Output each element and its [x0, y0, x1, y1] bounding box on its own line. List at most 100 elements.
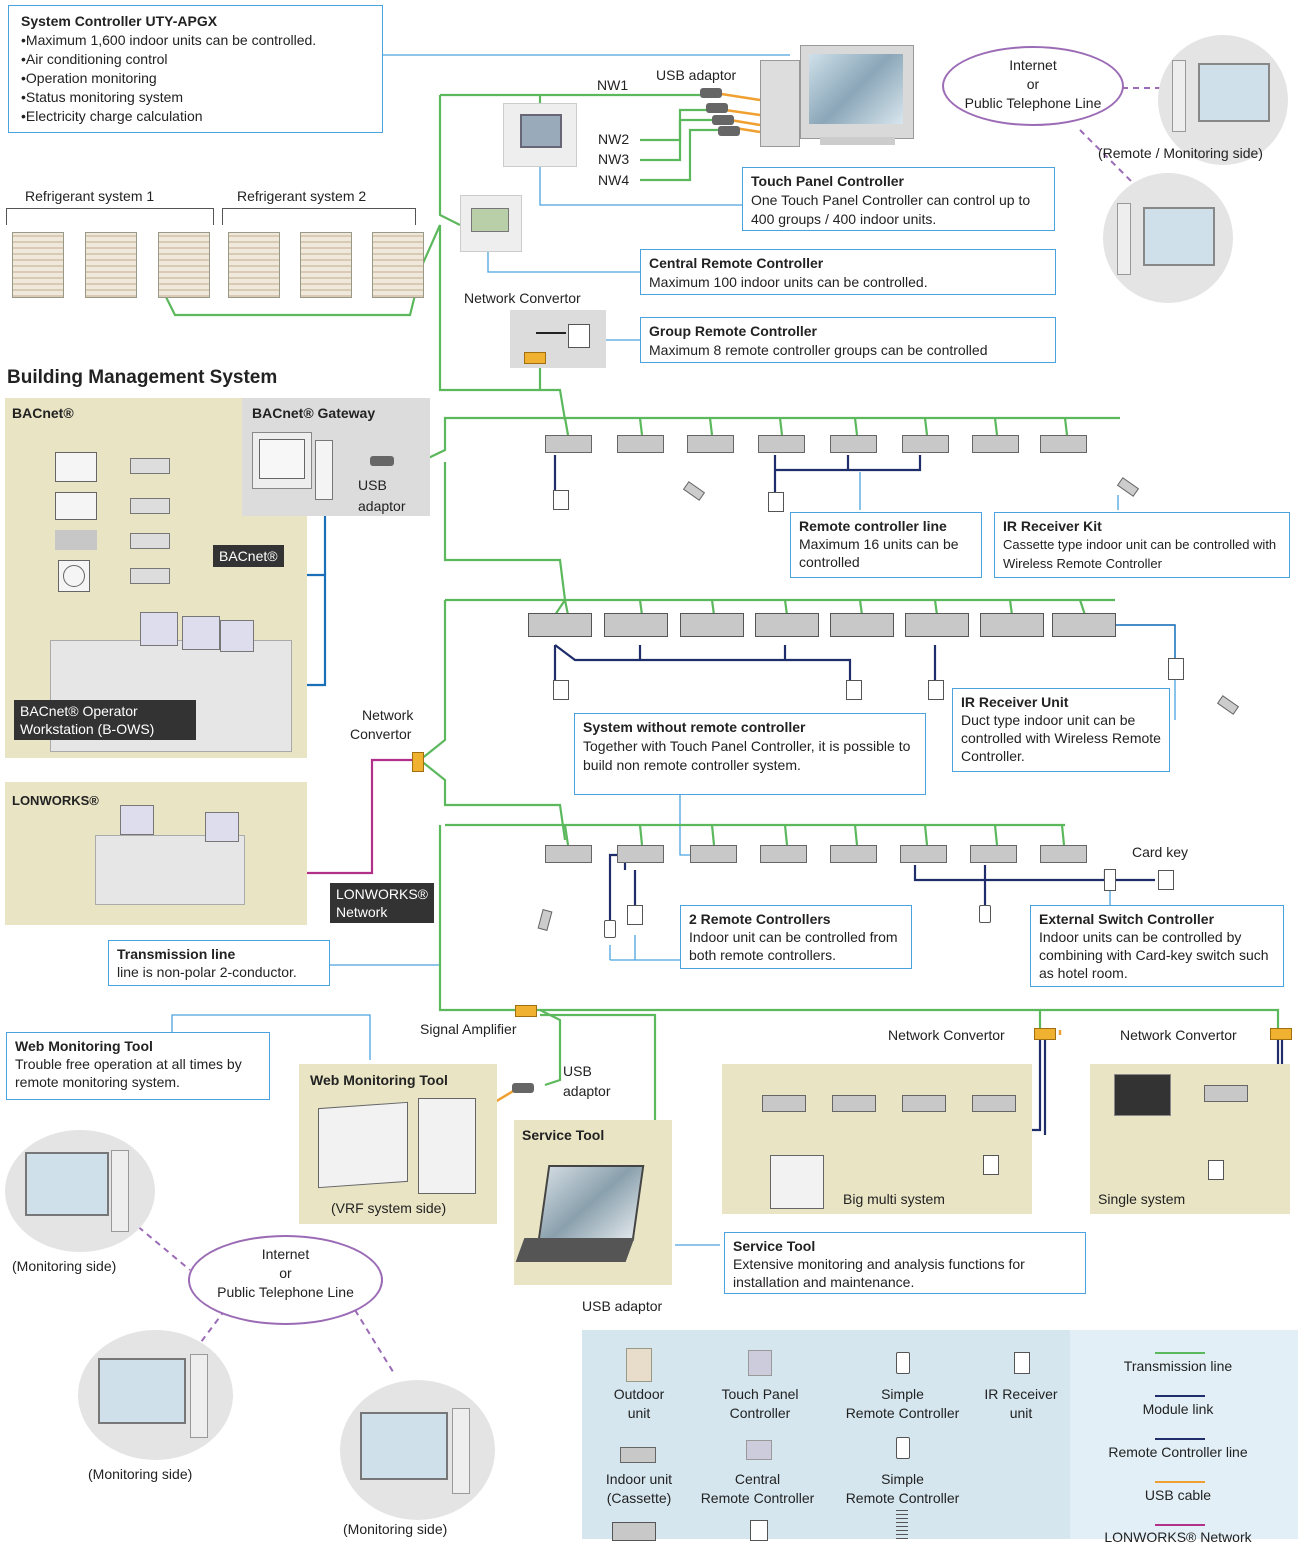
indoor-unit-cassette	[1040, 435, 1087, 453]
system-controller-line: •Electricity charge calculation	[21, 108, 203, 124]
gateway-usb-label: USB	[358, 477, 387, 493]
central-remote-device	[460, 195, 522, 252]
indoor-unit-duct	[1052, 613, 1116, 637]
legend-lines	[1070, 1330, 1298, 1539]
service-tool-panel-title: Service Tool	[522, 1127, 605, 1143]
callout-title: Remote controller line	[799, 518, 947, 534]
bacnet-controller-module	[130, 458, 170, 474]
callout-text: Indoor unit can be controlled from both …	[689, 929, 898, 963]
system-controller-line: •Status monitoring system	[21, 89, 184, 105]
signal-amplifier-icon	[515, 1005, 537, 1017]
usb-adaptor-top-label: USB adaptor	[656, 67, 737, 83]
network-convertor-top-label: Network Convertor	[464, 290, 581, 306]
bacnet-controller-module	[130, 498, 170, 514]
gateway-adaptor-label: adaptor	[358, 498, 406, 514]
callout-text: Maximum 16 units can be controlled	[799, 536, 959, 570]
refrigerant-system-2-label: Refrigerant system 2	[237, 188, 367, 204]
lonworks-monitor	[120, 805, 154, 835]
internet-line: Public Telephone Line	[217, 1284, 354, 1300]
system-controller-line: •Maximum 1,600 indoor units can be contr…	[21, 32, 317, 48]
central-remote-callout: Central Remote Controller Maximum 100 in…	[640, 249, 1056, 295]
bows-label: BACnet® Operator Workstation (B-OWS)	[14, 700, 196, 740]
indoor-unit-duct	[755, 613, 819, 637]
indoor-unit-cassette	[972, 1095, 1016, 1112]
central-remote-icon	[746, 1440, 772, 1460]
system-controller-pc-tower	[760, 60, 800, 147]
indoor-unit-cassette	[902, 1095, 946, 1112]
callout-title: Touch Panel Controller	[751, 173, 904, 189]
legend-usb-cable	[1155, 1481, 1205, 1483]
nw1-label: NW1	[597, 77, 629, 93]
callout-title: Web Monitoring Tool	[15, 1038, 153, 1054]
internet-ellipse-top: Internet or Public Telephone Line	[942, 46, 1124, 126]
bacnet-panel-title: BACnet®	[12, 405, 74, 421]
ir-receiver-unit-icon	[1168, 658, 1184, 680]
lonworks-title: LONWORKS®	[12, 793, 99, 808]
network-convertor-mid-label: Convertor	[350, 726, 412, 742]
gateway-monitor	[252, 432, 312, 489]
touch-panel-device	[503, 103, 577, 167]
ir-receiver-kit-callout: IR Receiver Kit Cassette type indoor uni…	[994, 512, 1290, 578]
web-monitoring-panel-title: Web Monitoring Tool	[310, 1072, 448, 1088]
bows-line: Workstation (B-OWS)	[20, 721, 155, 737]
indoor-unit-duct	[830, 613, 894, 637]
service-laptop-screen	[537, 1165, 645, 1241]
legend-remote-controller-line	[1155, 1438, 1205, 1440]
outdoor-unit	[158, 232, 210, 298]
indoor-cassette-icon	[620, 1447, 656, 1463]
network-convertor-mid-label: Network	[362, 707, 414, 723]
external-switch-callout: External Switch Controller Indoor units …	[1030, 905, 1284, 987]
big-multi-outdoor-unit	[770, 1155, 824, 1209]
usb-adaptor-mid-label: USB	[563, 1063, 592, 1079]
monitoring-side-label: (Monitoring side)	[12, 1258, 117, 1274]
signal-amplifier-label: Signal Amplifier	[420, 1021, 517, 1037]
lonworks-network-label: LONWORKS® Network	[330, 883, 434, 923]
legend-lonworks-network	[1155, 1524, 1205, 1526]
usb-adaptor-icon	[700, 88, 722, 98]
wired-remote-controller	[928, 680, 944, 700]
callout-title: Group Remote Controller	[649, 323, 818, 339]
callout-title: IR Receiver Unit	[961, 694, 1069, 710]
network-convertor-a-label: Network Convertor	[888, 1027, 1005, 1043]
legend-line-label: Module link	[1142, 1401, 1214, 1417]
group-remote-callout: Group Remote Controller Maximum 8 remote…	[640, 317, 1056, 363]
callout-text: line is non-polar 2-conductor.	[117, 964, 297, 980]
refrigerant-bracket	[222, 208, 416, 225]
no-remote-system-callout: System without remote controller Togethe…	[574, 713, 926, 795]
nw4-label: NW4	[598, 172, 630, 188]
callout-text: Maximum 8 remote controller groups can b…	[649, 342, 988, 358]
simple-remote-controller	[604, 920, 616, 938]
legend-line-label: LONWORKS® Network	[1104, 1529, 1252, 1545]
legend-device-label: Indoor unit(Cassette)	[605, 1471, 673, 1506]
callout-text: Duct type indoor unit can be controlled …	[961, 712, 1161, 764]
wireless-remote-icon	[896, 1510, 908, 1539]
big-multi-label: Big multi system	[843, 1191, 945, 1207]
bacnet-gateway-title: BACnet® Gateway	[252, 405, 376, 421]
outdoor-unit-icon	[626, 1348, 652, 1382]
callout-text: Maximum 100 indoor units can be controll…	[649, 274, 928, 290]
system-controller-line: •Air conditioning control	[21, 51, 168, 67]
monitoring-station	[340, 1380, 495, 1520]
ir-receiver-unit-callout: IR Receiver Unit Duct type indoor unit c…	[952, 688, 1170, 772]
callout-text: Trouble free operation at all times by r…	[15, 1056, 242, 1090]
monitoring-station	[5, 1130, 155, 1252]
callout-text: Indoor units can be controlled by combin…	[1039, 929, 1269, 981]
indoor-unit-cassette	[972, 435, 1019, 453]
callout-text: Extensive monitoring and analysis functi…	[733, 1256, 1025, 1290]
access-control-device	[55, 492, 97, 520]
indoor-unit-cassette	[1040, 845, 1087, 863]
indoor-unit-cassette	[832, 1095, 876, 1112]
usb-adaptor-mid-label: adaptor	[563, 1083, 611, 1099]
refrigerant-bracket	[6, 208, 214, 225]
refrigerant-system-1-label: Refrigerant system 1	[25, 188, 155, 204]
single-system-label: Single system	[1098, 1191, 1186, 1207]
callout-title: System without remote controller	[583, 719, 806, 735]
indoor-unit-cassette	[760, 845, 807, 863]
indoor-unit-cassette	[687, 435, 734, 453]
legend-transmission-line	[1155, 1352, 1205, 1354]
wired-remote-controller	[627, 905, 643, 925]
network-convertor-icon	[1270, 1028, 1292, 1040]
legend-module-link	[1155, 1395, 1205, 1397]
